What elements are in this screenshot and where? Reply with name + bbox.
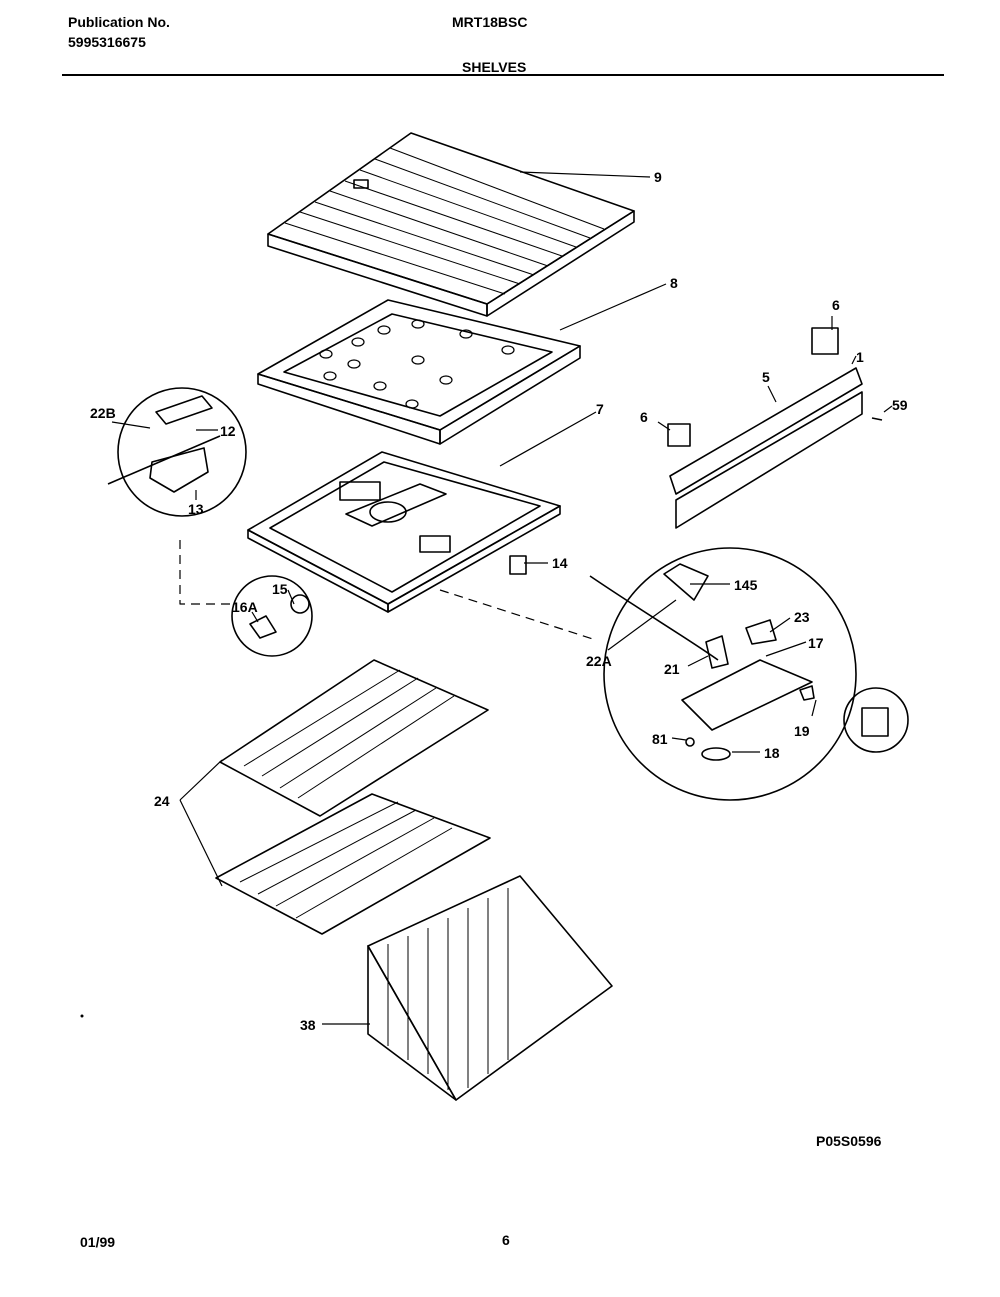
callout-16a: 16A <box>232 599 258 615</box>
footer-date: 01/99 <box>80 1234 116 1250</box>
callout-12: 12 <box>220 423 236 439</box>
detail-circle-15-16a <box>231 575 313 657</box>
callout-22a: 22A <box>586 653 612 669</box>
part-8-crisper-cover <box>257 299 581 445</box>
section-title: SHELVES <box>462 59 527 75</box>
callout-24: 24 <box>154 793 170 809</box>
callout-23: 23 <box>794 609 810 625</box>
part-7-cover-panel <box>247 451 561 613</box>
callout-17: 17 <box>808 635 824 651</box>
callout-19: 19 <box>794 723 810 739</box>
callout-7: 7 <box>596 401 604 417</box>
callout-22b: 22B <box>90 405 116 421</box>
detail-circle-12-13 <box>107 387 247 517</box>
callout-21: 21 <box>664 661 680 677</box>
callout-81: 81 <box>652 731 668 747</box>
detail-circle-light-assembly <box>589 547 857 801</box>
model-number: MRT18BSC <box>452 14 528 30</box>
publication-label: Publication No. <box>68 14 170 30</box>
callout-9: 9 <box>654 169 662 185</box>
callout-8: 8 <box>670 275 678 291</box>
stray-dot <box>80 1014 84 1018</box>
callout-6-upper: 6 <box>832 297 840 313</box>
callout-14: 14 <box>552 555 568 571</box>
callout-13: 13 <box>188 501 204 517</box>
part-1-5-6-bracket-assembly <box>667 327 883 529</box>
page-number: 6 <box>502 1232 510 1248</box>
callout-145: 145 <box>734 577 758 593</box>
callout-59: 59 <box>892 397 908 413</box>
part-24-shelf-lower <box>215 793 491 935</box>
callout-15: 15 <box>272 581 288 597</box>
part-9-glass-shelf <box>267 132 635 317</box>
callout-6-lower: 6 <box>640 409 648 425</box>
callout-labels: 9 8 7 6 1 5 59 6 22B 12 13 14 145 15 16A… <box>90 169 908 1033</box>
callout-38: 38 <box>300 1017 316 1033</box>
callout-1: 1 <box>856 349 864 365</box>
part-14-clip <box>509 555 527 575</box>
callout-5: 5 <box>762 369 770 385</box>
leader-lines <box>111 171 893 1025</box>
figure-code: P05S0596 <box>816 1133 882 1149</box>
detail-circle-19 <box>843 687 909 753</box>
part-38-wire-basket <box>367 875 613 1101</box>
part-24-shelf-upper <box>219 659 489 817</box>
header-rule <box>62 74 944 76</box>
callout-18: 18 <box>764 745 780 761</box>
publication-number: 5995316675 <box>68 34 146 50</box>
dashed-leaders <box>179 540 597 641</box>
